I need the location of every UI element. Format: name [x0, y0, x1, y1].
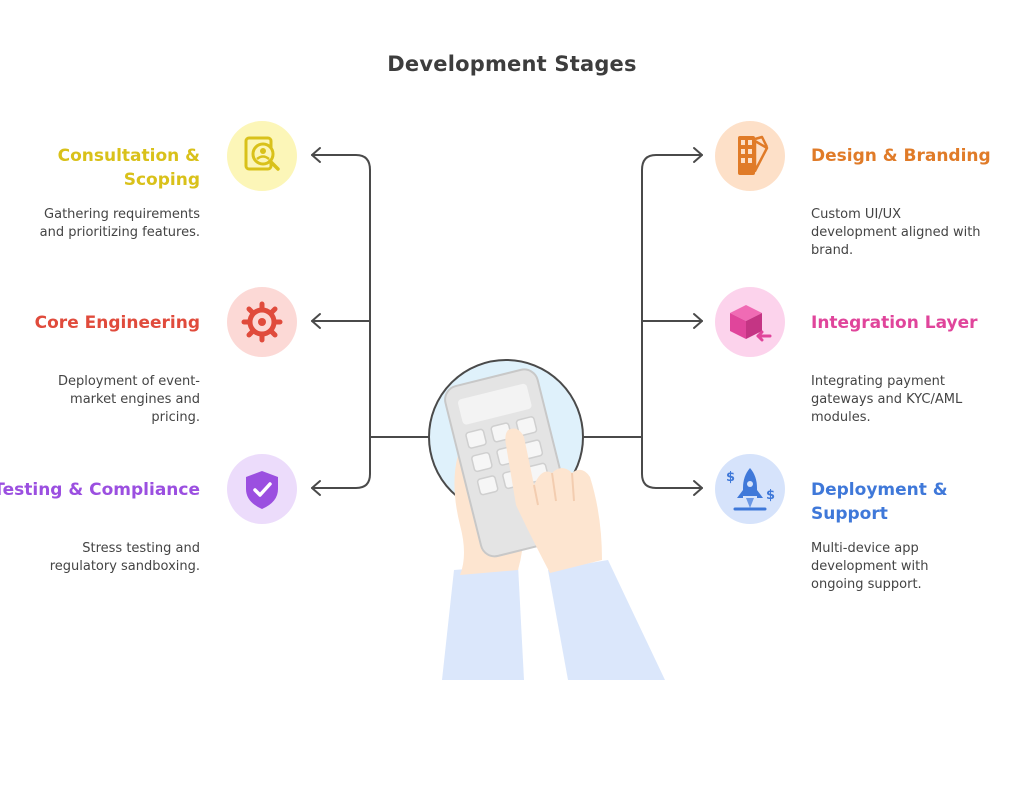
diagram-title: Development Stages: [387, 52, 637, 76]
stage-title-integration: Integration Layer: [811, 313, 978, 333]
swatch-palette-icon: [738, 135, 769, 175]
stage-desc-integration: Integrating payment gateways and KYC/AML…: [811, 374, 963, 425]
stage-desc-design: Custom UI/UX development aligned with br…: [811, 207, 981, 258]
stage-icon-testing: [227, 454, 297, 524]
stage-title-testing: Testing & Compliance: [0, 480, 200, 500]
package-import-icon: [730, 305, 772, 342]
shield-check-icon: [246, 471, 278, 509]
stage-desc-consultation: Gathering requirements and prioritizing …: [39, 207, 200, 240]
gear-icon: [241, 301, 283, 343]
stage-icon-core-engineering: [227, 287, 297, 357]
stage-icon-consultation: [227, 121, 297, 191]
rocket-dollar-icon: $ $: [726, 468, 775, 511]
svg-text:$: $: [766, 488, 775, 503]
stage-icon-deployment: $ $: [715, 454, 785, 524]
stage-desc-deployment: Multi-device app development with ongoin…: [811, 541, 929, 592]
stage-icon-design: [715, 121, 785, 191]
center-illustration: [420, 355, 670, 689]
stage-icon-integration: [715, 287, 785, 357]
user-search-icon: [244, 136, 280, 171]
stage-title-design: Design & Branding: [811, 146, 991, 166]
stage-desc-core-engineering: Deployment of event-market engines and p…: [57, 374, 200, 425]
svg-text:$: $: [726, 470, 735, 485]
stage-title-consultation: Consultation & Scoping: [57, 146, 200, 190]
hand-calculator-icon: [428, 359, 665, 680]
stage-title-deployment: Deployment & Support: [811, 480, 948, 524]
stage-desc-testing: Stress testing and regulatory sandboxing…: [49, 541, 200, 574]
stage-title-core-engineering: Core Engineering: [34, 313, 200, 333]
